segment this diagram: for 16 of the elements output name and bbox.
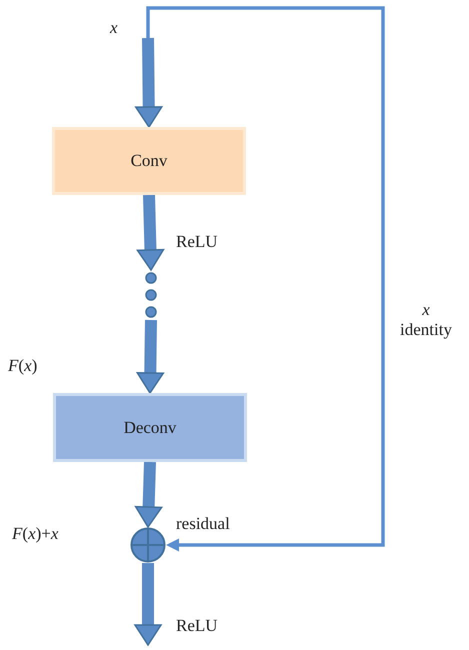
edge-label: x identity: [399, 300, 453, 341]
block-arrow: [134, 462, 162, 528]
process-box: Deconv: [53, 393, 247, 462]
block-arrow: [136, 194, 164, 271]
edge-label: ReLU: [176, 232, 218, 252]
block-arrow: [135, 38, 163, 128]
process-box: Conv: [52, 127, 246, 195]
summation-circle: [130, 527, 166, 563]
edge-label: ReLU: [176, 616, 218, 636]
block-arrow: [136, 320, 164, 394]
math-label: F(x)+x: [12, 524, 58, 544]
node-caption: residual: [176, 514, 230, 534]
edge-label: x: [110, 18, 118, 38]
math-label: F(x): [8, 356, 38, 376]
arrow: [146, 6, 385, 552]
block-arrow: [134, 563, 162, 646]
